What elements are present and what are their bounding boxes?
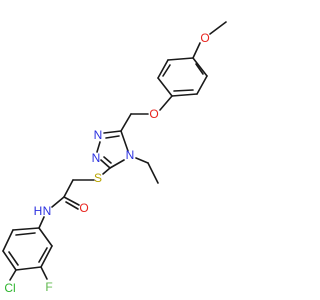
molecule-structure: O O N N N S O H N Cl F [2, 21, 227, 295]
bond-tz-n4-c5 [120, 130, 129, 152]
bond-ph2-double-1 [15, 232, 36, 236]
bond-co-n [51, 196, 65, 208]
bond-ph2-c [2, 250, 17, 271]
bond-n-ring [38, 216, 45, 229]
bond-ch2-co [63, 179, 74, 198]
bond-ph1-f [167, 57, 194, 61]
bond-tz-c5-n1 [103, 130, 122, 134]
bond-ph2-double-3 [38, 247, 48, 263]
bond-ph2-f [38, 227, 53, 247]
atom-s-thio: S [94, 171, 102, 185]
bond-tz-c5-n1-double [105, 135, 120, 139]
bond-ph1-double-2 [173, 89, 194, 92]
bond-ph2-e [40, 245, 53, 268]
atom-f: F [45, 280, 52, 294]
bonds [2, 21, 227, 281]
bond-ph2-a [12, 227, 40, 231]
atom-cl: Cl [4, 281, 15, 295]
bond-ring-f [40, 266, 48, 280]
bond-ph2-b [2, 229, 14, 252]
atom-n-ring-1: N [94, 128, 103, 142]
bond-o-ring-top [192, 42, 201, 59]
bond-tz-n2-c3-double [103, 156, 112, 164]
bond-n4-ethyl-1 [135, 157, 149, 164]
bond-ph1-d [157, 77, 173, 97]
bond-ch2-triazole [120, 113, 132, 132]
bond-ring-cl [9, 269, 17, 281]
bond-ph2-double-2 [8, 251, 19, 266]
bond-ethyl-2 [147, 162, 159, 184]
bond-co-o-double [65, 201, 79, 210]
bond-ph1-a [192, 57, 208, 77]
atom-o-carbonyl: O [79, 201, 88, 215]
bond-co-o [63, 196, 80, 206]
atom-h-amide: H [34, 204, 43, 218]
bond-tz-n1-n2 [96, 141, 101, 153]
bond-c3-s [102, 167, 111, 175]
bond-ph1-e [157, 59, 169, 79]
bond-ph1-b [196, 75, 208, 95]
bond-ph1-double-3 [162, 64, 171, 77]
atom-o-ether: O [149, 107, 158, 121]
atom-n-ring-4: N [126, 148, 135, 162]
atom-labels: O O N N N S O H N Cl F [4, 31, 209, 295]
bond-ph1-double-1 [195, 63, 204, 75]
bond-tz-c3-n4 [109, 159, 125, 169]
atom-o-methoxy: O [200, 31, 209, 45]
bond-methyl-o [209, 21, 227, 35]
bond-ph2-d [15, 266, 42, 271]
atom-n-amide: N [43, 204, 52, 218]
bond-ring-o-ether [159, 95, 173, 111]
bond-tz-n2-c3 [100, 159, 111, 169]
atom-n-ring-2: N [92, 151, 101, 165]
bond-ph1-c [171, 93, 198, 97]
